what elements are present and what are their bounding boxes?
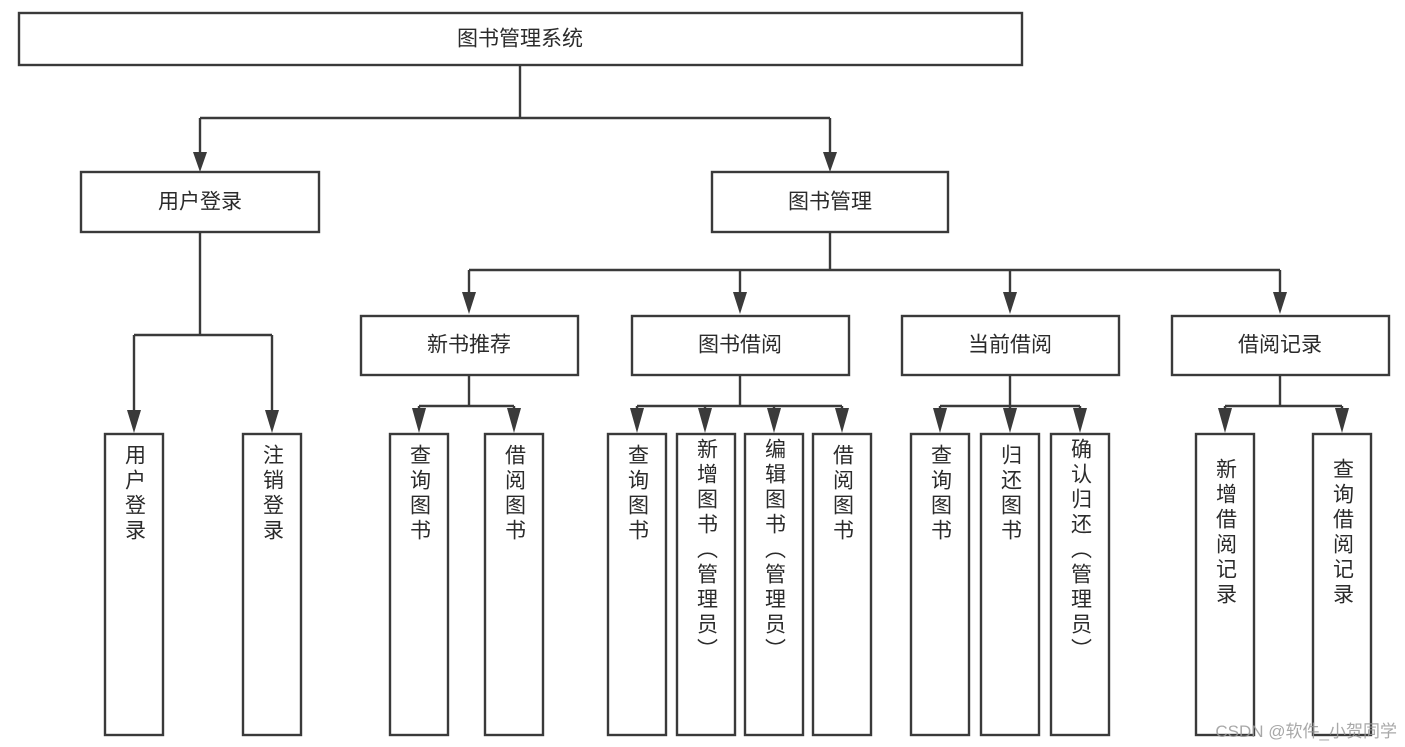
arrow-head-cb-confirm-return [1073,408,1087,433]
node-new-book-recommend-label: 新书推荐 [427,334,511,357]
node-book-management-label: 图书管理 [788,191,872,214]
arrow-head-leaf-user-login [127,410,141,433]
node-root[interactable] [17,11,1024,67]
node-leaf-bb-query-book[interactable] [606,432,668,737]
arrow-head-leaf-logout [265,410,279,433]
node-leaf-cb-return-book[interactable] [979,432,1041,737]
arrow-head-user-login [193,152,207,172]
node-user-login[interactable] [79,170,321,234]
node-current-borrow[interactable] [900,314,1121,377]
connector-group-borrow-record [1218,375,1349,433]
node-book-borrow-label: 图书借阅 [698,334,782,357]
node-book-management[interactable] [710,170,950,234]
node-root-label: 图书管理系统 [457,28,583,51]
arrow-head-cb-return-book [1003,408,1017,433]
arrow-head-bb-add-book [698,408,712,433]
arrow-head-cb-query-book [933,408,947,433]
node-borrow-record[interactable] [1170,314,1391,377]
arrow-head-bb-query-book [630,408,644,433]
node-leaf-nb-query-book[interactable] [388,432,450,737]
node-leaf-nb-borrow-book[interactable] [483,432,545,737]
arrow-head-current-borrow [1003,292,1017,314]
node-leaf-bb-edit-book[interactable] [743,432,805,737]
node-leaf-cb-confirm-return[interactable] [1049,432,1111,737]
arrow-head-book-mgmt [823,152,837,172]
arrow-head-borrow-record [1273,292,1287,314]
node-book-borrow[interactable] [630,314,851,377]
connector-group-user-login [127,232,279,433]
node-leaf-br-add-record[interactable] [1194,432,1256,737]
connector-group-new-book [412,375,521,433]
connector-group-root [193,65,837,172]
node-leaf-cb-query-book[interactable] [909,432,971,737]
arrow-head-bb-edit-book [767,408,781,433]
connector-group-book-borrow [630,375,849,433]
arrow-head-new-book [462,292,476,314]
node-current-borrow-label: 当前借阅 [968,334,1052,357]
node-leaf-bb-borrow-book[interactable] [811,432,873,737]
node-leaf-user-login[interactable] [103,432,165,737]
node-new-book-recommend[interactable] [359,314,580,377]
arrow-head-br-query-record [1335,408,1349,433]
node-leaf-logout[interactable] [241,432,303,737]
connector-group-current-borrow [933,375,1087,433]
node-borrow-record-label: 借阅记录 [1238,334,1322,357]
arrow-head-nb-borrow-book [507,408,521,433]
node-user-login-label: 用户登录 [158,191,242,214]
arrow-head-bb-borrow-book [835,408,849,433]
arrow-head-nb-query-book [412,408,426,433]
connector-group-book-mgmt [462,232,1287,314]
arrow-head-book-borrow [733,292,747,314]
arrow-head-br-add-record [1218,408,1232,433]
node-leaf-br-query-record[interactable] [1311,432,1373,737]
node-leaf-bb-add-book[interactable] [675,432,737,737]
